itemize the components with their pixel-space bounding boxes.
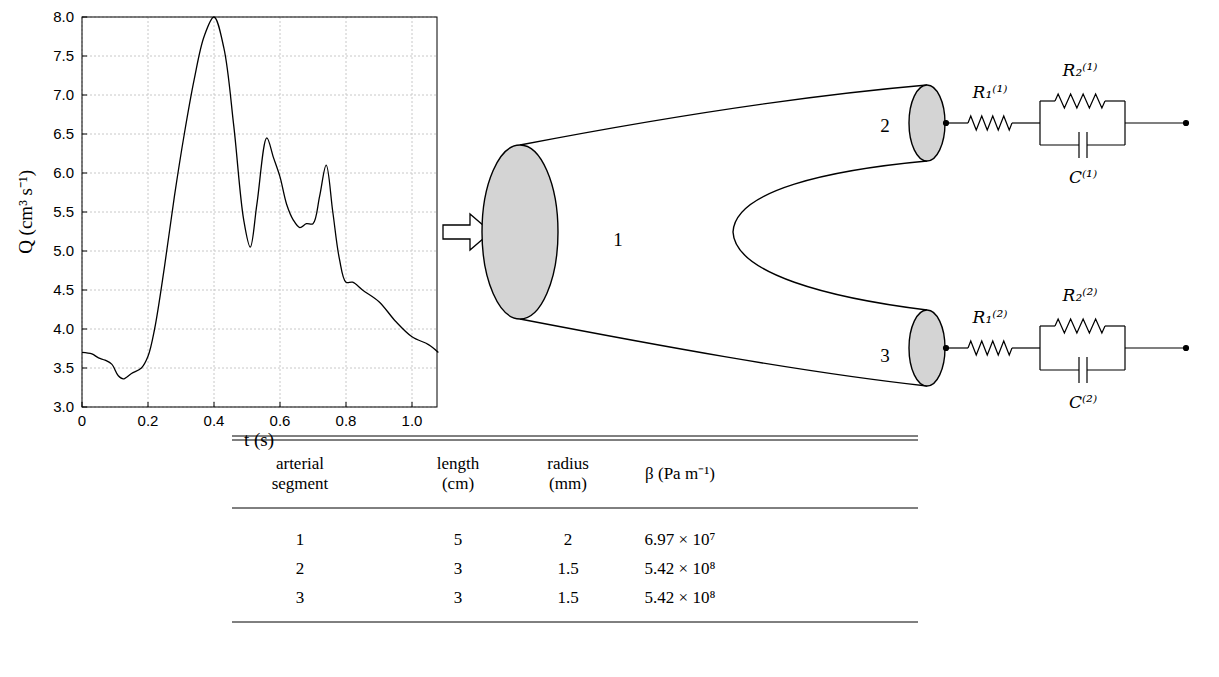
axis-tick: 5.0: [53, 242, 74, 259]
axis-tick: 0.8: [336, 412, 357, 429]
axis-tick: 0.6: [270, 412, 291, 429]
inlet-section: [482, 145, 558, 319]
resistor-label: R₂⁽²⁾: [1063, 286, 1098, 306]
axis-tick: 7.5: [53, 47, 74, 64]
axis-title: Q (cm³ s⁻¹): [15, 170, 37, 254]
axis-tick: 0.2: [138, 412, 159, 429]
axis-tick: 6.0: [53, 164, 74, 181]
table-cell: 5: [454, 530, 463, 550]
resistor-label: R₁⁽²⁾: [973, 308, 1008, 328]
table-cell: 5.42 × 10⁸: [645, 588, 716, 608]
table-cell: 5.42 × 10⁸: [645, 559, 716, 579]
resistor-label: R₁⁽¹⁾: [973, 83, 1008, 103]
axis-tick: 4.0: [53, 320, 74, 337]
axis-tick: 8.0: [53, 8, 74, 25]
table-cell: 3: [454, 588, 463, 608]
table-cell: 1.5: [557, 588, 578, 608]
table-cell: 3: [296, 588, 305, 608]
segment-number: 1: [613, 229, 623, 251]
axis-tick: 6.5: [53, 125, 74, 142]
flow-curve: [82, 17, 438, 379]
windkessel-circuit: [944, 94, 1189, 383]
axis-tick: 4.5: [53, 281, 74, 298]
axis-tick: 0: [78, 412, 86, 429]
table-cell: 2: [296, 559, 305, 579]
axis-tick: 5.5: [53, 203, 74, 220]
capacitor-label: C⁽¹⁾: [1069, 168, 1097, 188]
table-header: radius (mm): [533, 454, 603, 493]
table-header: length (cm): [423, 454, 493, 493]
axis-ticks: [82, 17, 412, 407]
table-header: arterial segment: [255, 454, 345, 493]
axis-tick: 1.0: [402, 412, 423, 429]
table-rules: [232, 436, 918, 622]
table-cell: 2: [564, 530, 573, 550]
table-cell: 3: [454, 559, 463, 579]
axis-tick: 0.4: [204, 412, 225, 429]
segment-number: 3: [880, 345, 890, 367]
plot-frame: [82, 17, 437, 407]
outlet-section: [909, 85, 945, 161]
table-cell: 1: [296, 530, 305, 550]
segment-number: 2: [880, 115, 890, 137]
vessel-outline: [520, 85, 927, 386]
outlet-section: [909, 310, 945, 386]
axis-tick: 3.0: [53, 398, 74, 415]
axis-tick: 3.5: [53, 359, 74, 376]
plot-grid: [82, 17, 437, 407]
capacitor-label: C⁽²⁾: [1069, 393, 1097, 413]
resistor-label: R₂⁽¹⁾: [1063, 61, 1098, 81]
axis-title: t (s): [244, 429, 274, 451]
table-cell: 1.5: [557, 559, 578, 579]
axis-tick: 7.0: [53, 86, 74, 103]
table-header: β (Pa m⁻¹): [635, 464, 725, 484]
table-cell: 6.97 × 10⁷: [645, 530, 716, 550]
